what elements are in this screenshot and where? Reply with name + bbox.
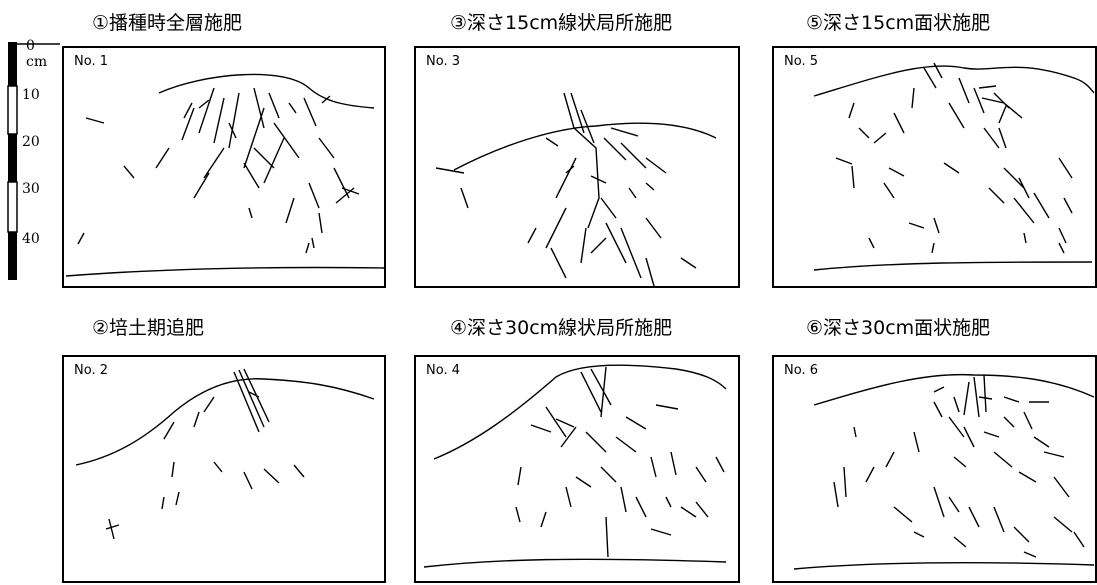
depth-scale-bar: 0 cm 10 20 30 40 (0, 38, 64, 292)
root-diagram-panel-4: No. 4 (414, 355, 740, 583)
soil-ridge-line (433, 364, 727, 460)
panel-2-title: ②培土期追肥 (92, 317, 205, 339)
baseline (813, 261, 1093, 271)
panel-6-title: ⑥深さ30cm面状施肥 (806, 317, 991, 339)
panel-2-label: No. 2 (74, 363, 108, 378)
depth-scale-graphic (7, 42, 64, 280)
root-diagram-panel-6: No. 6 (772, 355, 1097, 583)
panel-3-root-drawing (435, 92, 717, 287)
scale-label-40: 40 (22, 231, 40, 247)
soil-ridge-line (158, 73, 375, 109)
scale-label-10: 10 (22, 87, 40, 103)
root-diagram-panel-2: No. 2 (62, 355, 386, 583)
soil-ridge-line (75, 378, 375, 466)
panel-5-root-drawing (813, 62, 1095, 271)
baseline (793, 561, 1095, 570)
panel-4-label: No. 4 (426, 363, 460, 378)
scale-label-20: 20 (22, 134, 40, 150)
baseline (423, 558, 727, 568)
soil-ridge-line (813, 65, 1095, 97)
baseline (65, 266, 385, 277)
scale-label-30: 30 (22, 181, 40, 197)
panel-3-label: No. 3 (426, 54, 460, 69)
root-diagram-panel-5: No. 5 (772, 46, 1097, 288)
panel-1-root-drawing (65, 73, 385, 277)
soil-ridge-line (453, 122, 717, 171)
panel-2-root-drawing (75, 368, 375, 540)
panel-4-root-drawing (423, 364, 727, 568)
panel-5-label: No. 5 (784, 54, 818, 69)
panel-5-title: ⑤深さ15cm面状施肥 (806, 12, 991, 34)
scale-label-0: 0 cm (26, 38, 48, 70)
root-diagram-panel-1: No. 1 (62, 46, 386, 288)
panel-6-label: No. 6 (784, 363, 818, 378)
panel-1-label: No. 1 (74, 54, 108, 69)
panel-1-title: ①播種時全層施肥 (92, 12, 243, 34)
soil-ridge-line (813, 373, 1095, 406)
panel-3-title: ③深さ15cm線状局所施肥 (450, 12, 673, 34)
root-diagram-panel-3: No. 3 (414, 46, 740, 288)
panel-4-title: ④深さ30cm線状局所施肥 (450, 317, 673, 339)
panel-6-root-drawing (793, 373, 1095, 570)
